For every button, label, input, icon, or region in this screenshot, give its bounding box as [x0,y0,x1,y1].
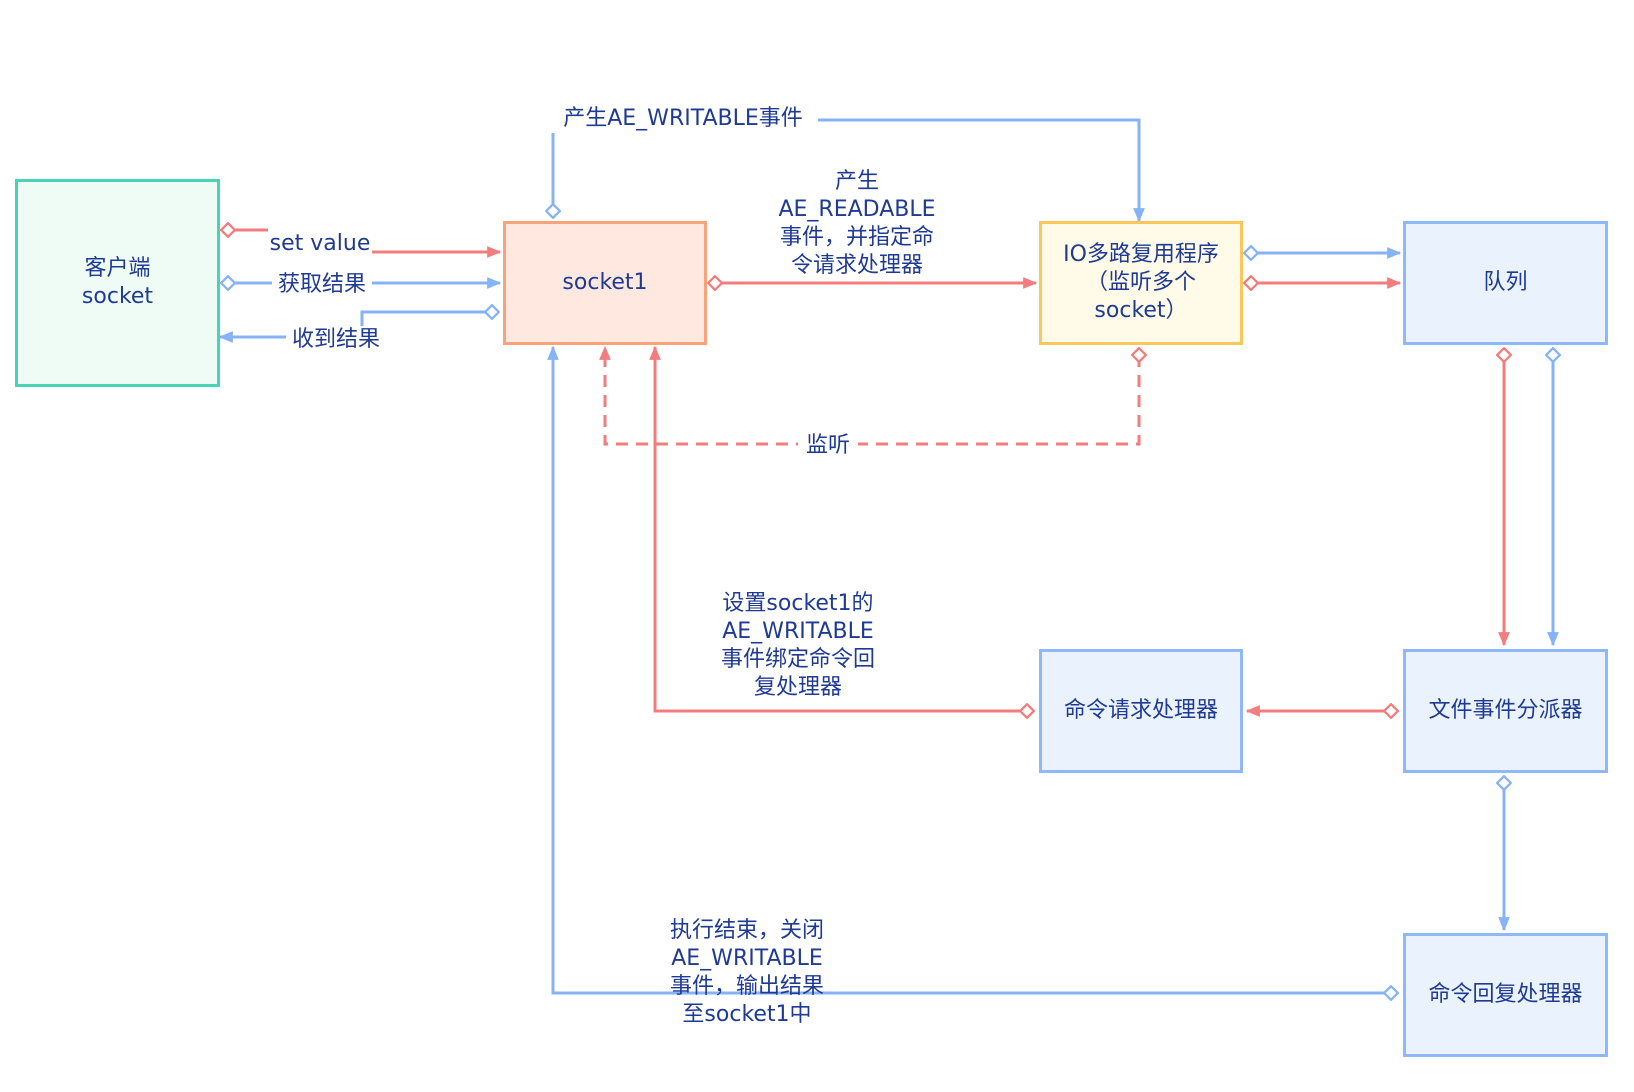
ae-readable-label: 产生 AE_READABLE 事件，并指定命 令请求处理器 [778,169,936,278]
bind-reply-label: 设置socket1的 AE_WRITABLE 事件绑定命令回 复处理器 [720,591,875,700]
close-output-label: 执行结束，关闭 AE_WRITABLE 事件，输出结果 至socket1中 [669,918,824,1027]
queue-node: 队列 [1403,221,1608,345]
reply-handler-label: 命令回复处理器 [1428,982,1583,1007]
client-socket-node: 客户端 socket [15,179,220,387]
ae-writable-label: 产生AE_WRITABLE事件 [548,105,818,133]
receive-result-label: 收到结果 [286,326,386,354]
io-multiplexer-label: IO多路复用程序 （监听多个 socket） [1063,242,1219,323]
socket1-node: socket1 [503,221,707,345]
edge-set-value [228,230,500,252]
edge-listen [605,347,1139,446]
socket1-label: socket1 [562,270,648,295]
edge-close-output [553,347,1391,993]
io-multiplexer-node: IO多路复用程序 （监听多个 socket） [1039,221,1243,345]
listen-label: 监听 [798,432,858,460]
reply-handler-node: 命令回复处理器 [1403,933,1608,1057]
set-value-label: set value [268,230,372,258]
request-handler-label: 命令请求处理器 [1063,698,1218,723]
edge-ae-writable [553,118,1139,221]
get-result-label: 获取结果 [272,271,372,299]
queue-label: 队列 [1483,270,1528,295]
dispatcher-label: 文件事件分派器 [1428,698,1583,723]
client-socket-label: 客户端 socket [81,256,154,309]
request-handler-node: 命令请求处理器 [1039,649,1243,773]
dispatcher-node: 文件事件分派器 [1403,649,1608,773]
